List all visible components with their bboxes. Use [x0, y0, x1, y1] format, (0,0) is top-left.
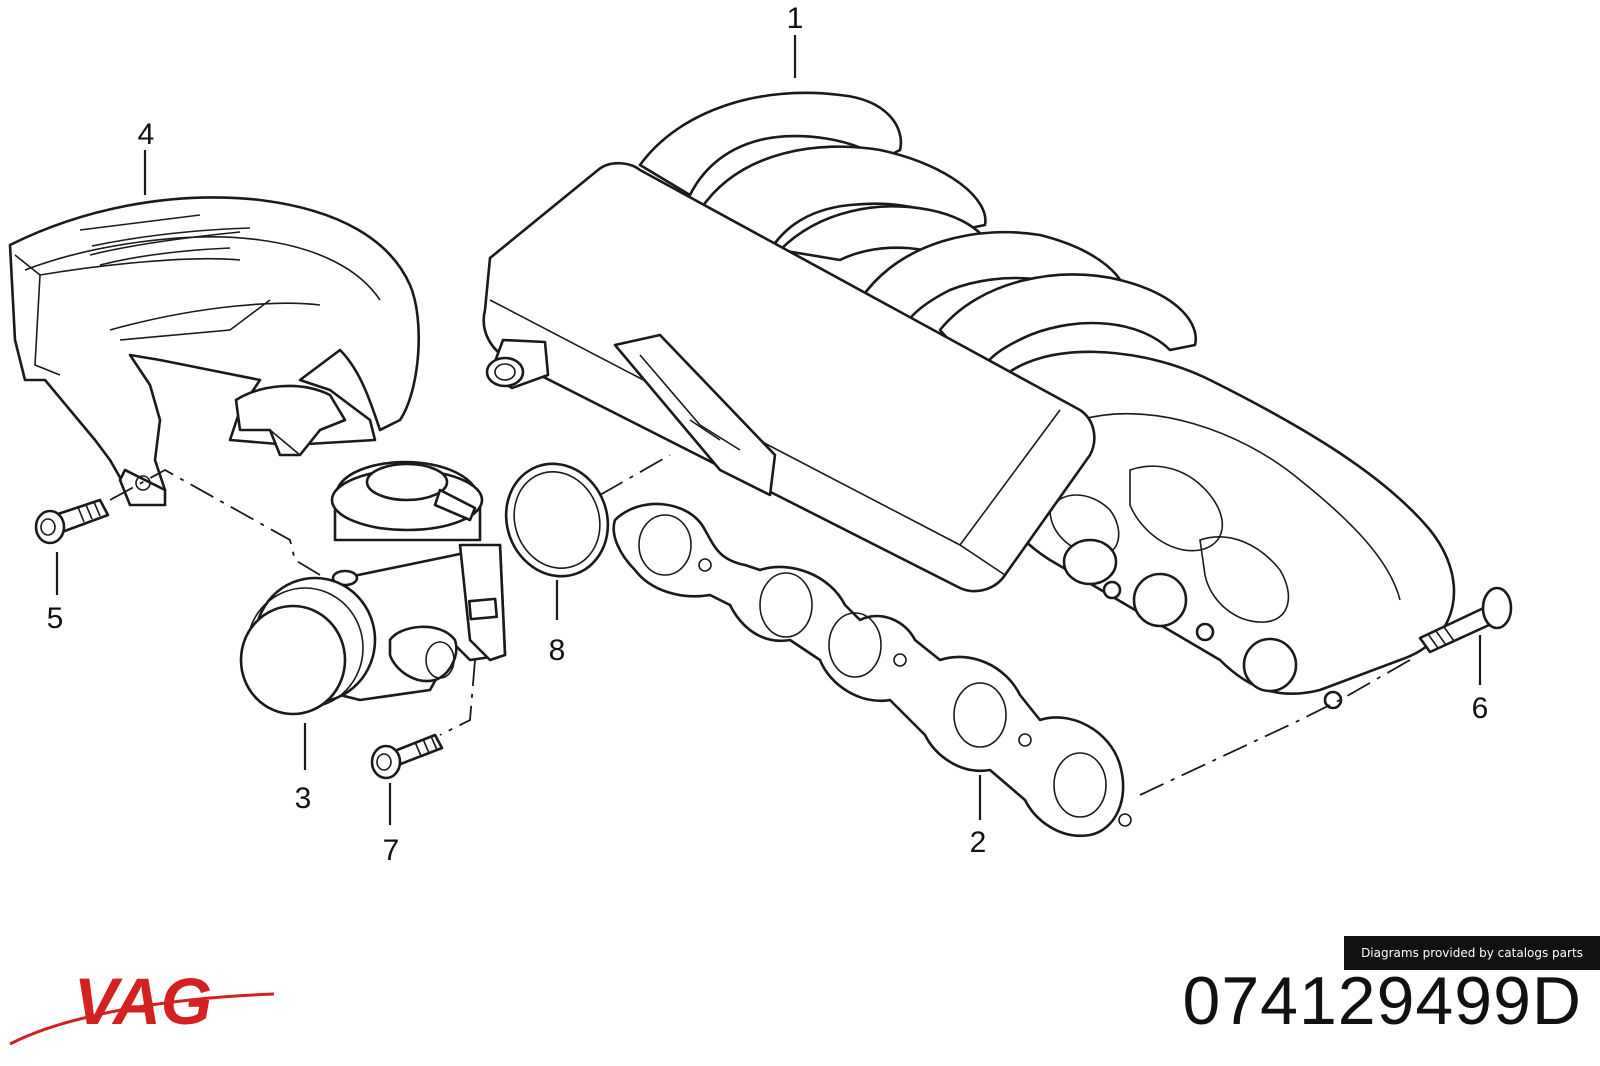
manifold-gasket: [612, 502, 1132, 838]
vag-logo: VAG: [9, 964, 275, 1046]
o-ring: [504, 462, 610, 578]
part-number: 074129499D: [1182, 963, 1582, 1039]
intake-manifold: [482, 91, 1456, 710]
credit-banner: Diagrams provided by catalogs parts: [1344, 936, 1600, 970]
callout-6: 6: [1472, 692, 1489, 725]
heat-shield: [8, 196, 421, 507]
callout-8: 8: [549, 634, 566, 667]
leader-lines: [55, 35, 1482, 825]
callout-2: 2: [970, 826, 987, 859]
callout-7: 7: [383, 834, 400, 867]
callout-3: 3: [295, 782, 312, 815]
bolt-7: [370, 733, 444, 780]
bolt-5: [34, 498, 110, 545]
callout-1: 1: [787, 2, 804, 35]
callout-4: 4: [138, 118, 155, 151]
callout-5: 5: [47, 602, 64, 635]
callout-numbers: 1 4 5 3 7 8 2 6: [47, 2, 1489, 867]
assembly-lines: [109, 454, 1411, 796]
brand-name: VAG: [74, 964, 212, 1038]
egr-valve: [239, 460, 507, 716]
bolt-6: [1418, 586, 1513, 654]
